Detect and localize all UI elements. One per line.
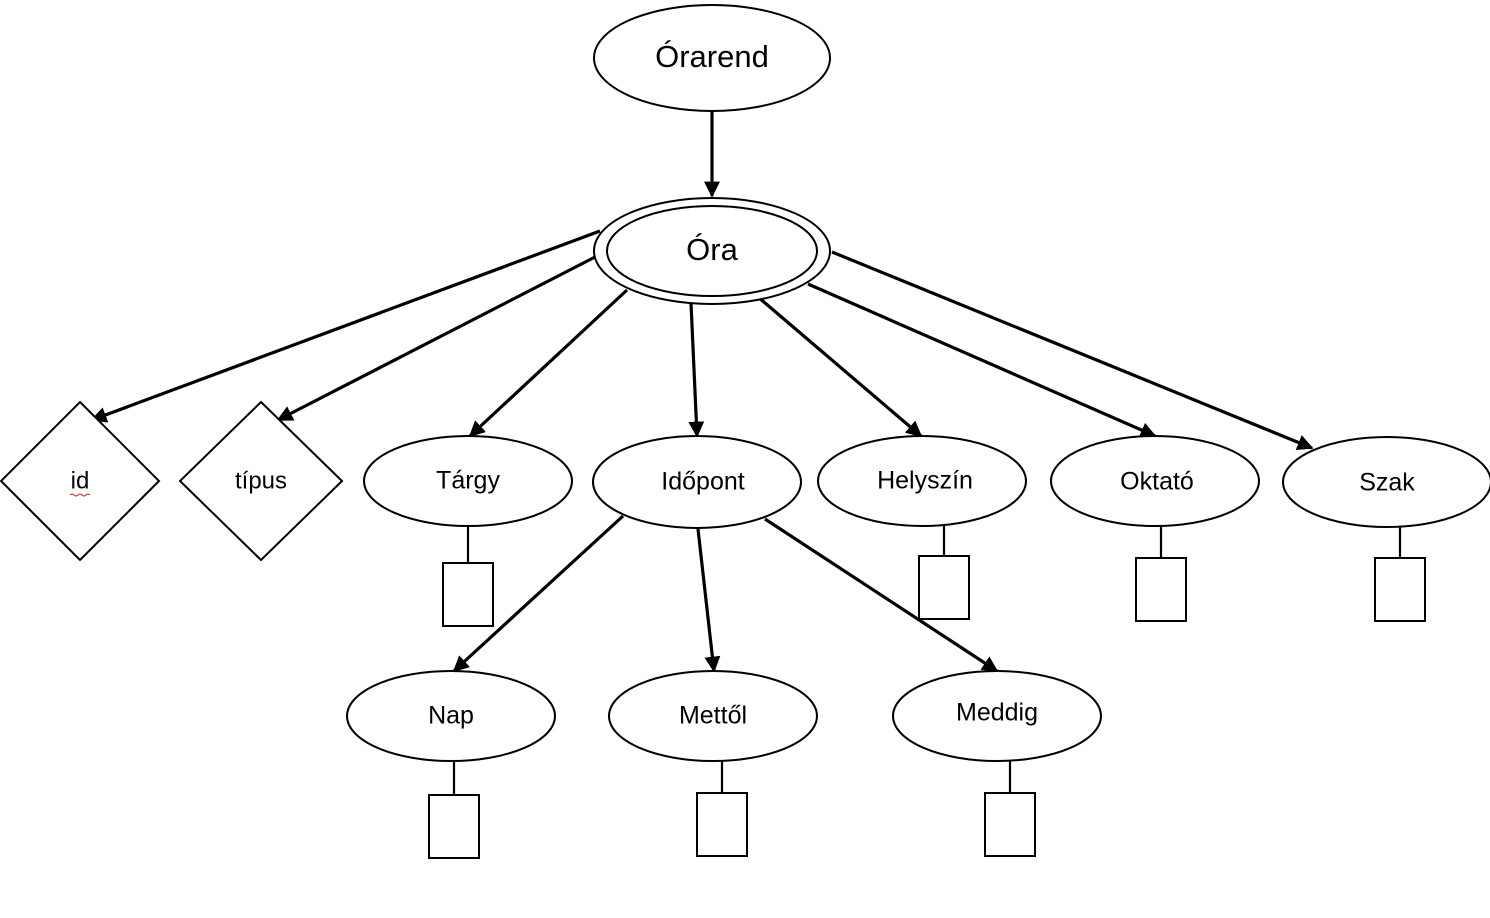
node-szak-label: Szak: [1359, 469, 1415, 497]
node-mettol: Mettől: [608, 670, 818, 762]
node-helyszin-label: Helyszín: [877, 467, 973, 495]
value-box-helyszin: [918, 555, 970, 620]
node-meddig-label: Meddig: [956, 699, 1038, 727]
value-boxes: [428, 555, 1426, 859]
node-targy-label: Tárgy: [436, 467, 500, 495]
node-idopont-label: Időpont: [661, 468, 744, 496]
spellcheck-underline: [69, 493, 91, 497]
node-nap-label: Nap: [428, 702, 474, 730]
node-nap: Nap: [346, 670, 556, 762]
node-id: id: [0, 400, 161, 562]
leaf-connectors: [452, 526, 1402, 795]
node-orarend: Órarend: [593, 4, 831, 112]
edge-idopont-meddig: [764, 517, 999, 673]
edge-ora-idopont: [688, 302, 705, 438]
node-ora: Óra: [593, 197, 831, 305]
node-meddig: Meddig: [892, 670, 1102, 762]
value-box-szak: [1374, 557, 1426, 622]
value-box-targy: [442, 562, 494, 627]
edge-idopont-mettol: [696, 528, 721, 673]
edge-ora-id: [90, 229, 601, 423]
node-id-label: id: [71, 467, 90, 494]
node-idopont: Időpont: [592, 435, 802, 529]
edge-idopont-nap: [452, 514, 625, 673]
value-box-nap: [428, 794, 480, 859]
node-szak: Szak: [1282, 436, 1490, 528]
node-orarend-label: Órarend: [655, 39, 769, 74]
node-ora-label: Óra: [686, 232, 738, 267]
node-tipus: típus: [178, 400, 344, 562]
value-box-mettol: [696, 792, 748, 857]
node-mettol-label: Mettől: [679, 702, 747, 730]
edge-ora-tipus: [276, 254, 598, 422]
edge-ora-oktato: [807, 282, 1157, 438]
node-tipus-label: típus: [235, 467, 287, 494]
value-box-meddig: [984, 792, 1036, 857]
node-oktato-label: Oktató: [1120, 468, 1194, 496]
node-helyszin: Helyszín: [817, 435, 1027, 527]
edge-ora-szak: [831, 250, 1314, 450]
edge-ora-helyszin: [756, 295, 923, 438]
edges: [90, 112, 1314, 673]
edge-ora-targy: [468, 288, 629, 438]
value-box-oktato: [1135, 557, 1187, 622]
node-oktato: Oktató: [1050, 435, 1260, 527]
node-targy: Tárgy: [363, 435, 573, 527]
